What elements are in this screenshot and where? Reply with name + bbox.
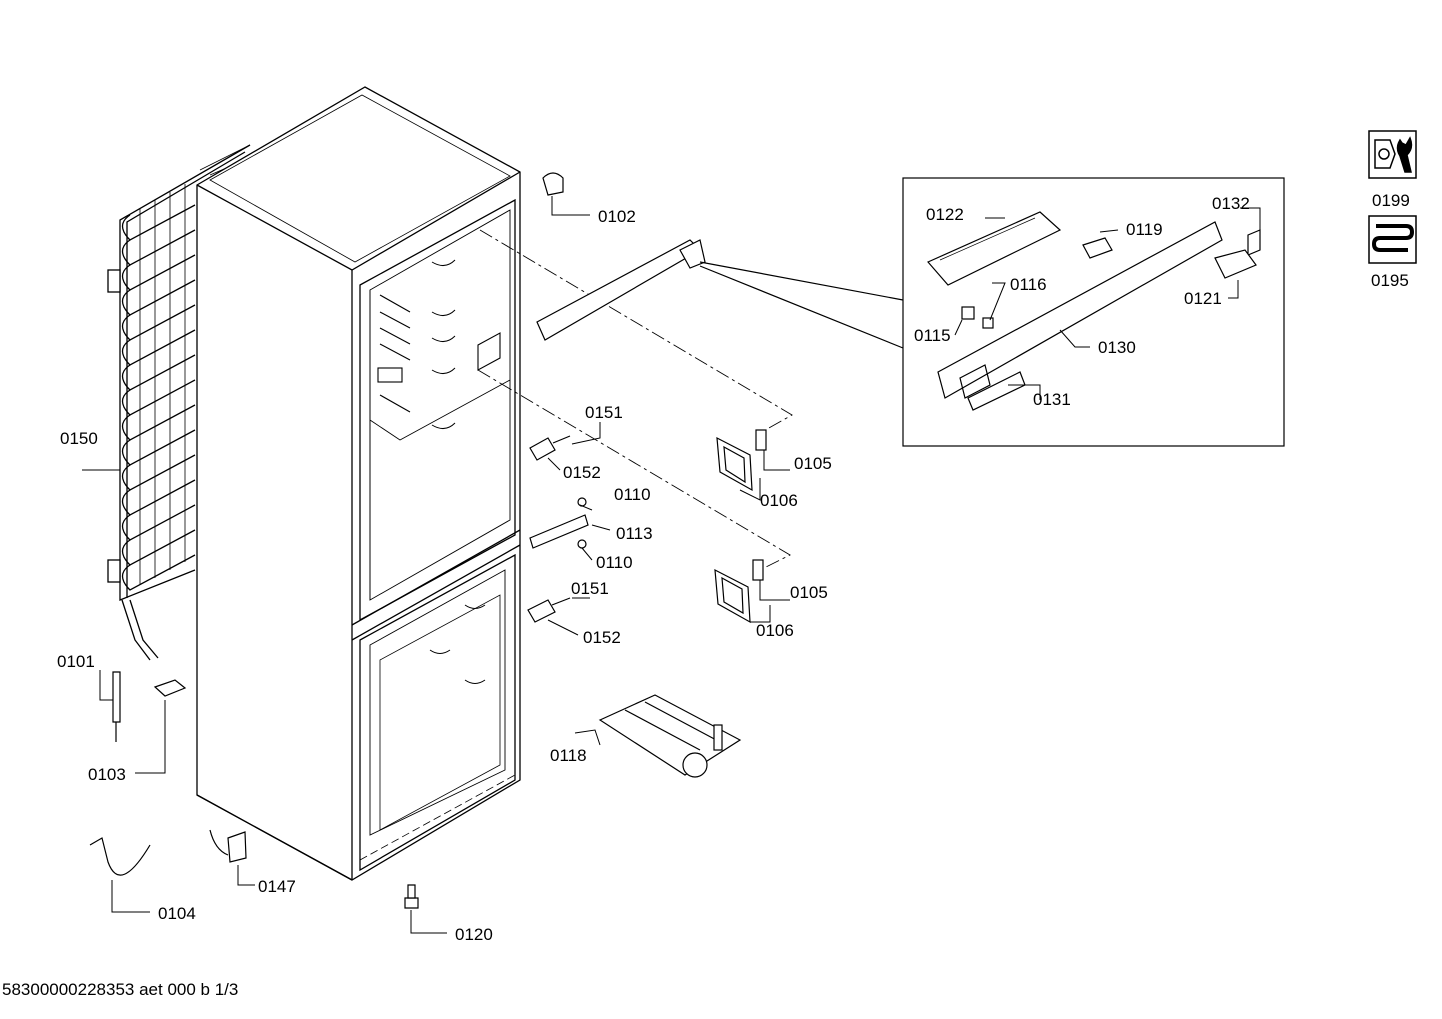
- condenser-coil: [107, 144, 251, 661]
- callout-0103: 0103: [88, 765, 126, 784]
- callout-0120: 0120: [455, 925, 493, 944]
- callout-0119: 0119: [1126, 220, 1163, 239]
- callout-0199: 0199: [1372, 191, 1410, 210]
- callout-0106: 0106: [756, 621, 794, 640]
- control-panel-inset: [699, 177, 1285, 447]
- callout-0106: 0106: [760, 491, 798, 510]
- callout-0115: 0115: [914, 326, 951, 345]
- callout-0151: 0151: [571, 579, 609, 598]
- fridge-cabinet: [196, 86, 521, 881]
- callout-0195: 0195: [1371, 271, 1409, 290]
- assembly-guide-lines: [477, 229, 793, 571]
- callout-0130: 0130: [1098, 338, 1136, 357]
- heating-coil-icon: [1368, 215, 1417, 264]
- callout-0110: 0110: [596, 553, 633, 572]
- parts: [89, 172, 767, 909]
- callout-0102: 0102: [598, 207, 636, 226]
- callout-0116: 0116: [1010, 275, 1047, 294]
- callout-0152: 0152: [563, 463, 601, 482]
- callout-0132: 0132: [1212, 194, 1250, 213]
- callout-0152: 0152: [583, 628, 621, 647]
- callout-0147: 0147: [258, 877, 296, 896]
- callout-labels: 0102 0151 0152 0110 0113 0110 0151 0152 …: [57, 191, 1410, 944]
- callout-0105: 0105: [794, 454, 832, 473]
- callout-0101: 0101: [57, 652, 95, 671]
- leader-lines: [82, 196, 1261, 934]
- callout-0151: 0151: [585, 403, 623, 422]
- callout-0105: 0105: [790, 583, 828, 602]
- callout-0104: 0104: [158, 904, 196, 923]
- document-id: 58300000228353 aet 000 b 1/3: [2, 980, 239, 999]
- callout-0122: 0122: [926, 205, 964, 224]
- callout-0118: 0118: [550, 746, 587, 765]
- callout-0113: 0113: [616, 524, 653, 543]
- callout-0110: 0110: [614, 485, 651, 504]
- callout-0121: 0121: [1184, 289, 1222, 308]
- wrench-nut-icon: [1368, 130, 1417, 179]
- callout-0150: 0150: [60, 429, 98, 448]
- callout-0131: 0131: [1033, 390, 1071, 409]
